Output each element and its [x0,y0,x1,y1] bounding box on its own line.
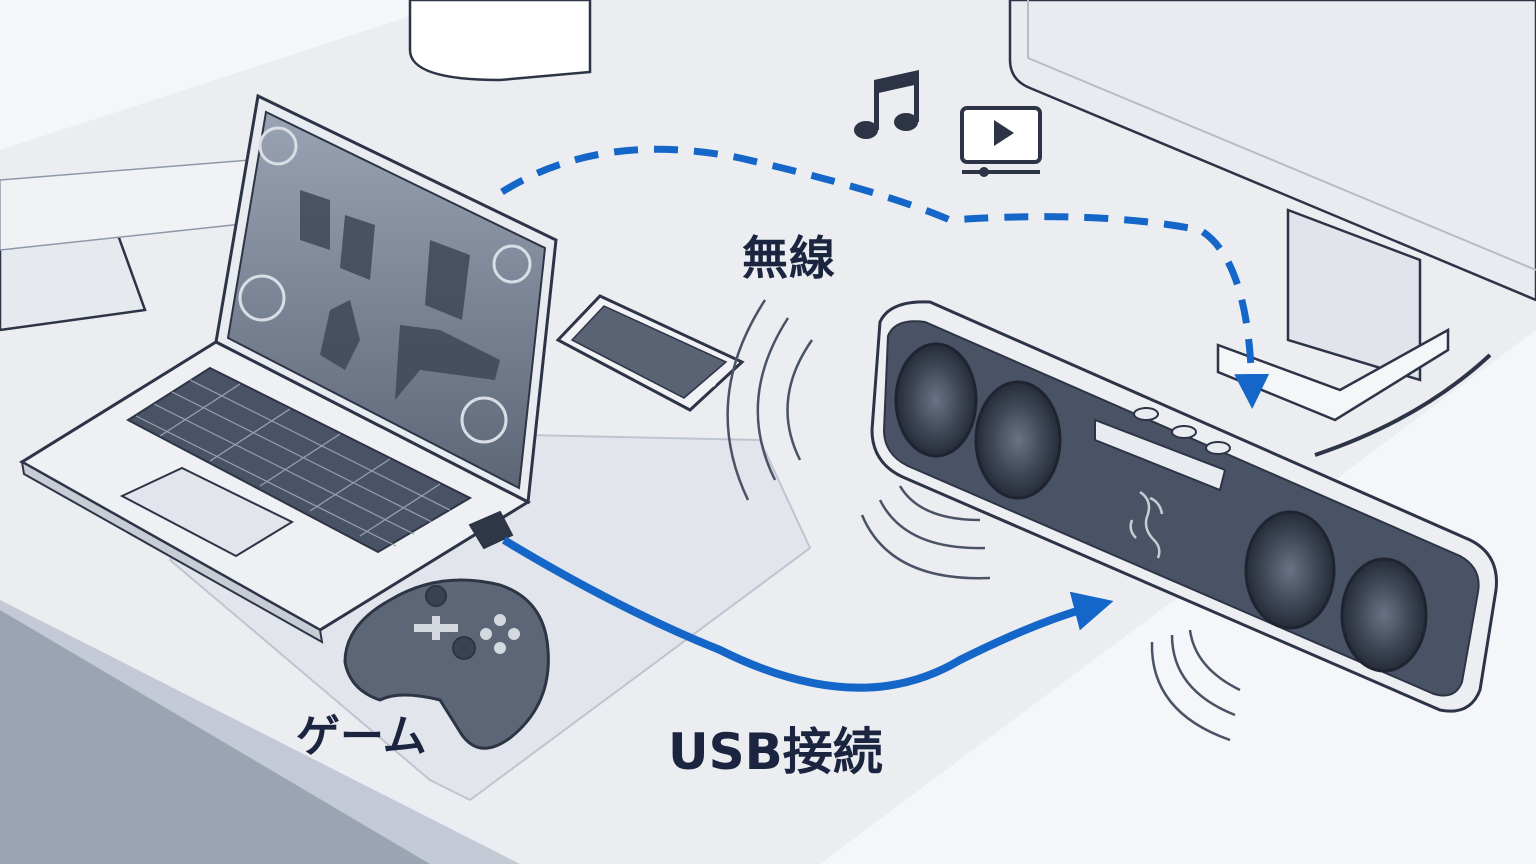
wireless-label: 無線 [742,231,836,285]
game-scene [300,190,500,400]
video-player-icon [960,106,1042,177]
smartphone [555,294,745,412]
sound-waves [726,299,1241,742]
laptop-trackpad [119,466,295,558]
monitor [1008,0,1536,457]
game-label: ゲーム [296,711,427,762]
razer-logo-icon [1129,490,1164,559]
game-controller [343,578,550,750]
desk-box [408,0,592,82]
desk-edge [0,610,430,864]
speaker-driver [1340,557,1428,673]
speaker-driver [1244,510,1336,630]
laptop [19,93,558,644]
soundbar [870,300,1498,713]
usb-connection-label: USB接続 [668,723,883,781]
usb-plug [468,510,514,550]
music-note-icon [854,70,919,139]
speaker-driver [894,342,978,458]
speaker-driver [974,380,1062,500]
notebook [0,159,282,332]
usb-arrow [501,536,1114,692]
